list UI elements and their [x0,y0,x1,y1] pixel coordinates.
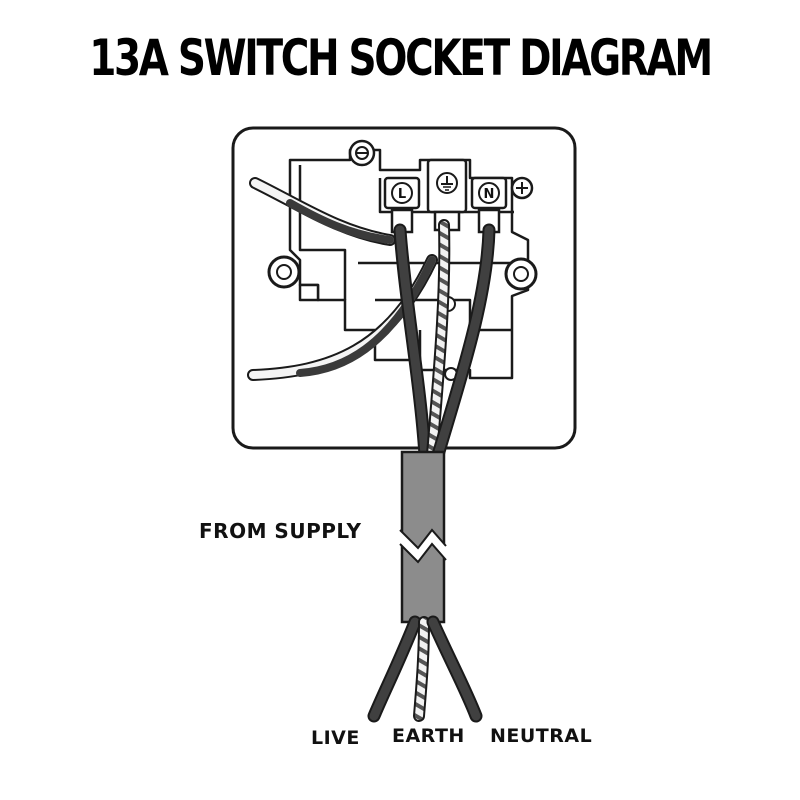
neutral-terminal-label: N [484,187,495,202]
earth-label: EARTH [392,725,465,747]
live-terminal: L [391,182,413,204]
supply-earth-wire [426,219,451,461]
neutral-label: NEUTRAL [490,725,593,747]
bottom-live-conductor [367,615,422,723]
neutral-terminal: N [478,182,500,204]
diagram-title: 13A SWITCH SOCKET DIAGRAM [89,29,713,87]
outgoing-cable-lower [247,254,438,381]
live-label: LIVE [311,727,360,749]
supply-neutral-wire [431,223,496,462]
supply-cable-sheath [398,450,448,624]
live-terminal-label: L [398,187,406,202]
left-fixing-screw-icon [267,255,301,289]
bottom-earth-conductor [413,616,430,722]
corner-screw-icon [510,176,534,200]
earth-terminal [436,172,458,194]
supply-live-wire [393,223,432,462]
right-fixing-screw-icon [504,257,538,291]
outgoing-live-wire [249,177,396,246]
bottom-neutral-conductor [426,615,483,723]
from-supply-label: FROM SUPPLY [199,519,362,543]
top-screw-icon [348,139,376,167]
